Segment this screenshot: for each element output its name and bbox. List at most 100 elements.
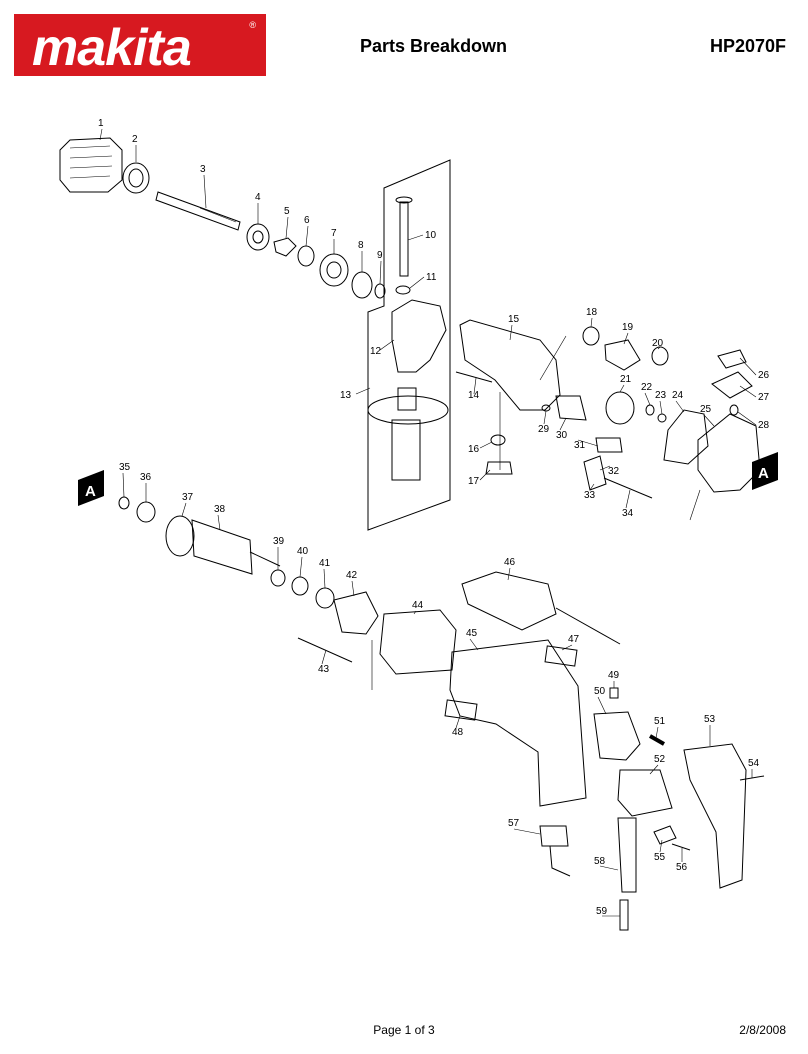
part-label-49: 49 (608, 670, 620, 681)
part-chuck (59, 137, 123, 193)
part-35 (118, 496, 130, 510)
part-label-8: 8 (358, 240, 364, 251)
part-screw-56 (671, 843, 691, 851)
part-29 (541, 404, 551, 412)
part-label-35: 35 (119, 462, 131, 473)
part-label-6: 6 (304, 215, 310, 226)
part-label-41: 41 (319, 558, 331, 569)
page-number: Page 1 of 3 (373, 1023, 435, 1037)
part-label-52: 52 (654, 754, 666, 765)
page-date: 2/8/2008 (739, 1023, 786, 1037)
part-label-38: 38 (214, 504, 226, 515)
part-31 (595, 437, 623, 453)
part-label-36: 36 (140, 472, 152, 483)
part-label-1: 1 (98, 118, 104, 129)
part-cord-57 (549, 845, 571, 877)
part-30 (555, 395, 587, 421)
part-gear-21 (605, 391, 635, 425)
part-label-45: 45 (466, 628, 478, 639)
part-label-4: 4 (255, 192, 261, 203)
part-label-5: 5 (284, 206, 290, 217)
part-label-51: 51 (654, 716, 666, 727)
part-18 (582, 326, 600, 346)
part-label-24: 24 (672, 390, 684, 401)
part-41 (315, 587, 335, 609)
part-label-54: 54 (748, 758, 760, 769)
part-bearing-7 (319, 253, 349, 287)
part-rod-58 (617, 817, 637, 893)
part-28 (729, 404, 739, 416)
part-label-3: 3 (200, 164, 206, 175)
logo-registered-mark: ® (249, 20, 256, 30)
part-label-28: 28 (758, 420, 770, 431)
part-label-55: 55 (654, 852, 666, 863)
part-grip-flange (367, 395, 449, 425)
part-switch-52 (617, 769, 673, 817)
part-bearing-4 (246, 223, 270, 251)
part-label-39: 39 (273, 536, 285, 547)
part-label-32: 32 (608, 466, 620, 477)
part-cover-25 (697, 413, 761, 493)
part-gear-37 (165, 515, 195, 557)
part-label-22: 22 (641, 382, 653, 393)
part-label-48: 48 (452, 727, 464, 738)
part-59 (619, 899, 629, 931)
makita-logo: makita ® (14, 14, 266, 77)
part-39 (270, 569, 286, 587)
part-label-7: 7 (331, 228, 337, 239)
part-label-13: 13 (340, 390, 352, 401)
part-label-57: 57 (508, 818, 520, 829)
page-title: Parts Breakdown (360, 36, 508, 56)
part-16 (490, 434, 506, 446)
part-brush-57 (539, 825, 569, 847)
part-washer-6 (297, 245, 315, 267)
part-label-48 (444, 699, 478, 721)
part-label-34: 34 (622, 508, 634, 519)
part-5 (273, 237, 297, 257)
part-washer-11 (395, 285, 411, 295)
part-baffle-42 (333, 591, 379, 635)
part-label-18: 18 (586, 307, 598, 318)
marker-a-left: A (78, 470, 104, 506)
part-55 (653, 825, 677, 845)
part-34 (603, 477, 653, 499)
part-label-15: 15 (508, 314, 520, 325)
part-spindle (155, 191, 241, 231)
part-label-40: 40 (297, 546, 309, 557)
part-brush-holder-50 (593, 711, 641, 761)
part-label-21: 21 (620, 374, 632, 385)
part-label-11: 11 (426, 272, 437, 283)
part-label-58: 58 (594, 856, 606, 867)
part-36 (136, 501, 156, 523)
part-label-17: 17 (468, 476, 480, 487)
part-label-27: 27 (758, 392, 770, 403)
part-gear-housing (459, 319, 561, 411)
part-label-43: 43 (318, 664, 330, 675)
part-label-20: 20 (652, 338, 664, 349)
part-label-25: 25 (700, 404, 712, 415)
part-23 (657, 413, 667, 423)
part-label-23: 23 (655, 390, 667, 401)
logo-wordmark: makita (32, 19, 192, 77)
part-screw-14 (455, 371, 493, 383)
part-label-12: 12 (370, 346, 382, 357)
part-bolt (399, 201, 409, 277)
part-ring (122, 162, 150, 194)
part-label-56: 56 (676, 862, 688, 873)
part-label-14: 14 (468, 390, 480, 401)
part-40 (291, 576, 309, 596)
marker-a-right: A (752, 452, 778, 490)
part-label-44: 44 (412, 600, 424, 611)
part-19 (604, 339, 641, 371)
part-motor-housing (449, 639, 587, 807)
part-label-47 (544, 645, 578, 667)
part-handle-cover (683, 743, 747, 889)
marker-a-right-text: A (758, 465, 769, 482)
part-label-59: 59 (596, 906, 608, 917)
part-label-47: 47 (568, 634, 580, 645)
side-handle-frame (367, 159, 451, 531)
part-label-50: 50 (594, 686, 606, 697)
part-side-grip (391, 419, 421, 481)
part-label-37: 37 (182, 492, 194, 503)
